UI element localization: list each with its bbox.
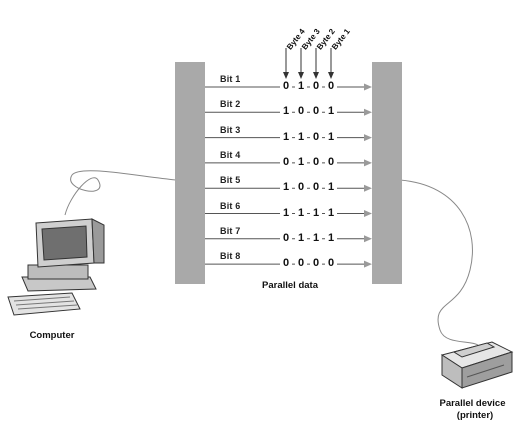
- down-arrow-icon: [313, 72, 319, 79]
- bit-value: 0: [325, 80, 337, 93]
- bit-value: 1: [325, 105, 337, 119]
- printer-cable: [399, 179, 479, 346]
- bit-label: Bit 7: [220, 225, 241, 236]
- receiver-connector-bar: [372, 62, 402, 284]
- bit-value: 0: [325, 155, 337, 169]
- bit-value: 0: [310, 105, 322, 119]
- down-arrow-icon: [298, 72, 304, 79]
- sender-connector-bar: [175, 62, 205, 284]
- computer-icon: [7, 218, 105, 316]
- device-caption-line1: Parallel device: [439, 398, 506, 409]
- bit-value: 0: [295, 257, 307, 271]
- bit-value: 1: [310, 206, 322, 220]
- bit-value: 1: [280, 105, 292, 119]
- bit-value: 0: [280, 155, 292, 169]
- bit-label: Bit 2: [220, 99, 241, 110]
- parallel-data-caption: Parallel data: [262, 280, 318, 291]
- bit-value: 1: [325, 206, 337, 220]
- computer-cable: [64, 170, 177, 216]
- bit-value: 0: [295, 181, 307, 195]
- bit-value: 0: [310, 130, 322, 144]
- bit-label: Bit 3: [220, 124, 241, 135]
- bit-value: 0: [280, 257, 292, 271]
- bit-label: Bit 6: [220, 200, 241, 211]
- bit-value: 0: [280, 80, 292, 93]
- arrowhead-icon: [364, 210, 372, 217]
- bit-value: 1: [310, 231, 322, 245]
- bit-value: 1: [295, 80, 307, 93]
- arrowhead-icon: [364, 260, 372, 268]
- bit-label: Bit 4: [220, 149, 241, 160]
- down-arrow-icon: [328, 72, 334, 79]
- arrowhead-icon: [364, 134, 372, 142]
- bit-value: 0: [295, 105, 307, 119]
- bit-value: 1: [295, 231, 307, 245]
- bit-value: 0: [280, 231, 292, 245]
- bit-value: 1: [280, 206, 292, 220]
- arrowhead-icon: [364, 184, 372, 192]
- bit-value: 1: [280, 181, 292, 195]
- bit-value: 0: [310, 181, 322, 195]
- bit-label: Bit 1: [220, 74, 241, 84]
- bit-value: 1: [325, 231, 337, 245]
- bit-value: 0: [310, 257, 322, 271]
- arrowhead-icon: [364, 159, 372, 167]
- bit-value: 1: [295, 155, 307, 169]
- bit-label: Bit 5: [220, 175, 241, 186]
- bit-value: 0: [310, 155, 322, 169]
- arrowhead-icon: [364, 235, 372, 243]
- bit-value: 1: [280, 130, 292, 144]
- bit-value: 0: [325, 257, 337, 271]
- computer-caption: Computer: [29, 330, 75, 341]
- arrowhead-icon: [364, 108, 372, 116]
- bit-value: 1: [325, 130, 337, 144]
- bit-value: 0: [310, 80, 322, 93]
- bit-label: Bit 8: [220, 251, 241, 262]
- bit-value: 1: [295, 206, 307, 220]
- down-arrow-icon: [283, 72, 289, 79]
- arrowhead-icon: [364, 83, 372, 91]
- printer-icon: [440, 341, 514, 389]
- device-caption-line2: (printer): [456, 410, 494, 421]
- bit-value: 1: [325, 181, 337, 195]
- bit-value: 1: [295, 130, 307, 144]
